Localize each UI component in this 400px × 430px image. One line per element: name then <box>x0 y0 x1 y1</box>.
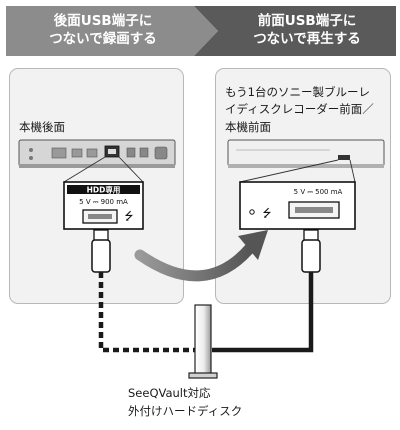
step-header-record: 後面USB端子に つないで録画する <box>6 6 218 56</box>
header-left-line1: 後面USB端子に <box>53 13 153 30</box>
device-label-line1: SeeQVault対応 <box>128 386 211 400</box>
front-callout-lines <box>239 159 356 183</box>
front-label-line2: イディスクレコーダー前面／ <box>225 102 374 117</box>
external-hdd-icon <box>188 304 218 379</box>
device-label-line2: 外付けハードディスク <box>128 403 243 418</box>
header-left-line2: つないで録画する <box>49 31 157 47</box>
hdd-only-label: HDD専用 <box>87 185 121 195</box>
front-panel-label: もう1台のソニー製ブルーレ イディスクレコーダー前面／ 本機前面 <box>225 84 385 136</box>
front-label-line1: もう1台のソニー製ブルーレ <box>225 85 370 99</box>
usb-icon: ⭍ <box>124 210 133 223</box>
header-right-line2: つないで再生する <box>253 31 361 47</box>
step-header-play: 前面USB端子に つないで再生する <box>194 6 396 56</box>
move-arrow <box>134 230 268 282</box>
rear-callout-lines <box>63 156 144 183</box>
rear-port-closeup: HDD専用 5 V ⎓ 900 mA ⭍ <box>63 181 144 230</box>
front-label-line3: 本機前面 <box>225 119 271 134</box>
front-usb-plug <box>301 229 321 273</box>
header-right-line1: 前面USB端子に <box>257 13 357 30</box>
rear-port-rating: 5 V ⎓ 900 mA <box>79 198 128 206</box>
recorder-rear <box>18 139 176 168</box>
rear-cable-dashed <box>98 272 195 353</box>
external-hdd-label: SeeQVault対応 外付けハードディスク <box>128 385 298 421</box>
usb-icon: ⭍ <box>262 207 271 220</box>
front-port-closeup: 5 V ⎓ 500 mA ⭍ <box>239 181 356 230</box>
front-cable-solid <box>212 272 314 353</box>
recorder-front <box>227 139 385 168</box>
front-port-rating: 5 V ⎓ 500 mA <box>294 188 343 196</box>
rear-usb-plug <box>91 229 111 273</box>
rear-panel-label: 本機後面 <box>19 120 65 134</box>
